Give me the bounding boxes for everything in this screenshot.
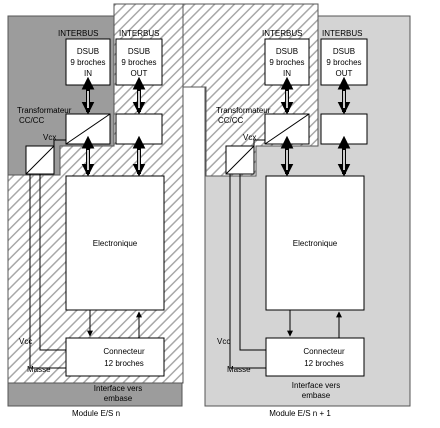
module-n1-interbus-in-label: INTERBUS — [262, 29, 302, 38]
module-n1-transformer-label: Transformateur — [216, 106, 271, 115]
module-n1-dsub-out-title: DSUB — [333, 47, 355, 56]
module-n-dsub-out-dir: OUT — [131, 69, 148, 78]
module-n-vcc-label: Vcc — [19, 337, 32, 346]
module-n1-transformer-type: CC/CC — [218, 116, 244, 125]
module-n-vcx-label: Vcx — [43, 133, 56, 142]
module-n1-interbus-out-label: INTERBUS — [322, 29, 362, 38]
module-n-vcx-diagonal — [25, 145, 55, 175]
module-n-masse-label: Masse — [27, 365, 51, 374]
module-n-transformer-type: CC/CC — [19, 116, 45, 125]
module-n-electronics-label: Electronique — [93, 239, 138, 248]
module-n1-connector-pins: 12 broches — [304, 359, 344, 368]
module-n-connector-label: Connecteur — [103, 347, 145, 356]
module-n-interbus-in-label: INTERBUS — [58, 29, 98, 38]
module-n1-dsub-out-dir: OUT — [336, 69, 353, 78]
module-n-interface-label: Interface vers — [94, 384, 142, 393]
module-n-interface-embase: embase — [104, 394, 133, 403]
module-n-transformer-diagonal — [65, 113, 111, 145]
module-n-dsub-in-dir: IN — [84, 69, 92, 78]
module-n1-masse-label: Masse — [227, 365, 251, 374]
module-n-dsub-in-pins: 9 broches — [70, 58, 105, 67]
module-n1-dsub-in-dir: IN — [283, 69, 291, 78]
module-n1-interface-label: Interface vers — [292, 381, 340, 390]
module-n-connector-pins: 12 broches — [104, 359, 144, 368]
module-n-out-junction-box — [115, 113, 163, 145]
module-n-bus-arrows-inner — [87, 91, 140, 170]
module-n-connector-box — [65, 337, 165, 377]
module-n1-vcx-diagonal — [225, 145, 255, 175]
module-n1-vcx-label: Vcx — [243, 133, 256, 142]
module-n1-connector-box — [265, 337, 365, 377]
module-n-dsub-out-pins: 9 broches — [121, 58, 156, 67]
module-n-dsub-out-title: DSUB — [128, 47, 150, 56]
module-n-interbus-out-label: INTERBUS — [119, 29, 159, 38]
module-n1-connector-label: Connecteur — [303, 347, 345, 356]
module-n-signal-lines — [29, 139, 142, 369]
module-n1-electronics-label: Electronique — [293, 239, 338, 248]
module-n-transformer-label: Transformateur — [17, 106, 72, 115]
module-n1-dsub-in-title: DSUB — [276, 47, 298, 56]
module-n-dsub-in-title: DSUB — [77, 47, 99, 56]
module-n-title: Module E/S n — [72, 409, 120, 418]
module-n1-electronics-box — [265, 175, 365, 311]
module-n1-title: Module E/S n + 1 — [269, 409, 331, 418]
module-n1-dsub-in-pins: 9 broches — [269, 58, 304, 67]
module-n-electronics-box — [65, 175, 165, 311]
module-n1-vcc-label: Vcc — [217, 337, 230, 346]
module-n1-signal-lines — [229, 139, 342, 369]
module-n1-out-junction-box — [320, 113, 368, 145]
module-n1-transformer-diagonal — [264, 113, 310, 145]
module-n1-bus-arrows-inner — [286, 91, 345, 170]
module-n1-interface-embase: embase — [302, 391, 331, 400]
module-n1-dsub-out-pins: 9 broches — [326, 58, 361, 67]
